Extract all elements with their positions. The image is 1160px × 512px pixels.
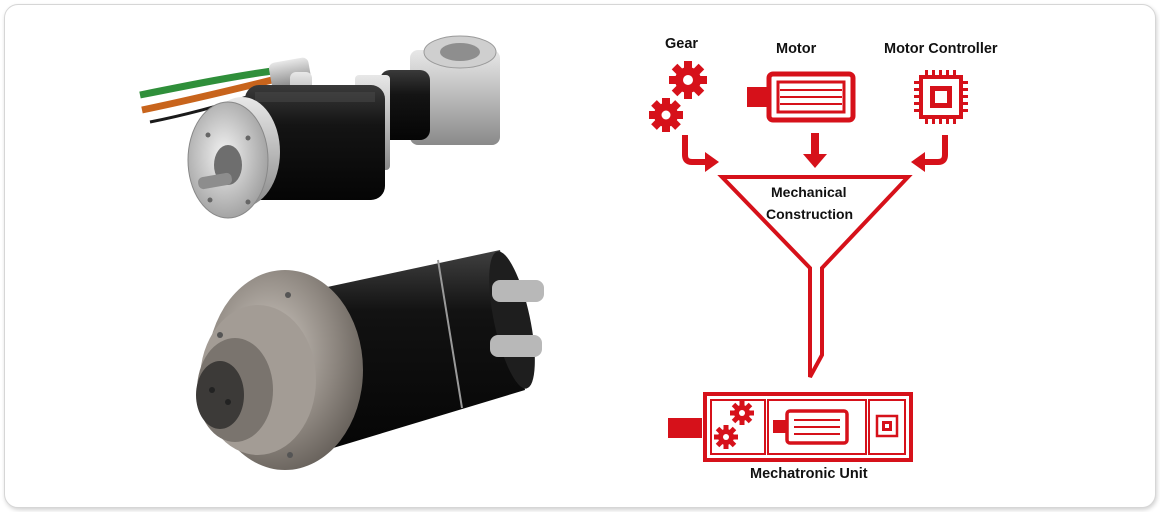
gear-icon xyxy=(649,61,707,132)
mechatronic-unit-box xyxy=(668,392,913,462)
gear-label: Gear xyxy=(665,36,699,52)
motor-icon xyxy=(747,71,856,123)
geared-motor-photo xyxy=(139,35,500,219)
spindle-motor-photo xyxy=(196,250,544,470)
controller-label: Motor Controller xyxy=(884,41,998,57)
funnel-label-line2: Construction xyxy=(766,206,854,222)
funnel-shape xyxy=(717,175,913,378)
mechatronics-diagram xyxy=(649,61,968,462)
funnel-label-line1: Mechanical xyxy=(771,184,847,200)
chip-icon xyxy=(914,70,968,124)
motor-label: Motor xyxy=(776,41,817,57)
arrow-icon xyxy=(682,133,948,172)
output-label: Mechatronic Unit xyxy=(750,466,868,482)
